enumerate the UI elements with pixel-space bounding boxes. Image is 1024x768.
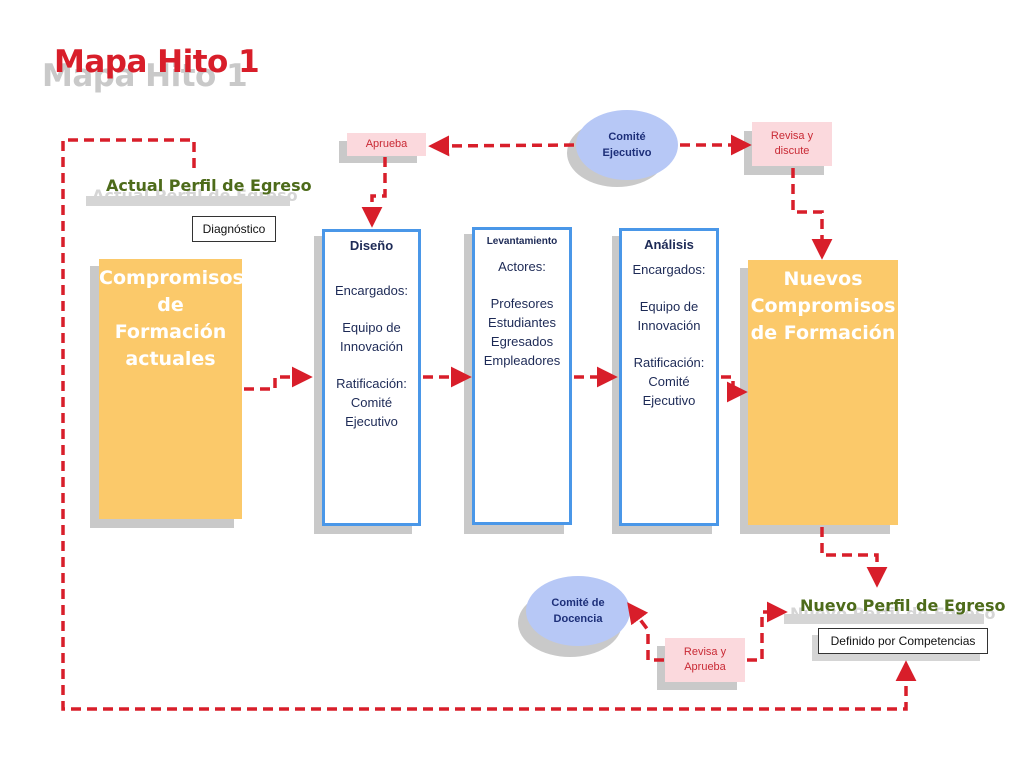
diseno-line-4: Innovación bbox=[340, 339, 403, 354]
arrow-revisa-to-perfil bbox=[747, 601, 788, 662]
compromisos-actuales-box: Compromisos de Formación actuales bbox=[99, 259, 244, 519]
comite-docencia-line-1: Comité de bbox=[551, 597, 605, 609]
nuevos-compromisos-line-1: Nuevos bbox=[783, 268, 863, 290]
analisis-line-4: Innovación bbox=[637, 318, 701, 333]
levantamiento-line-5: Egresados bbox=[490, 334, 554, 349]
diseno-box: Diseño Encargados: Equipo de Innovación … bbox=[322, 229, 421, 526]
levantamiento-line-4: Estudiantes bbox=[488, 315, 556, 330]
page-title: Mapa Hito 1 bbox=[54, 44, 260, 80]
analisis-line-1: Encargados: bbox=[632, 262, 706, 277]
levantamiento-box: Levantamiento Actores: Profesores Estudi… bbox=[472, 227, 572, 525]
nuevos-compromisos-line-2: Compromisos bbox=[750, 295, 896, 317]
diagnostico-tag: Diagnóstico bbox=[192, 216, 276, 242]
revisa-aprueba-box: Revisa y Aprueba bbox=[665, 638, 745, 682]
arrow-nuevos-to-perfil bbox=[820, 527, 888, 588]
arrow-analisis-to-nuevos bbox=[721, 375, 748, 403]
analisis-line-6: Ratificación: bbox=[633, 355, 705, 370]
compromisos-actuales-line-2: de Formación bbox=[114, 294, 227, 343]
diseno-line-8: Ejecutivo bbox=[345, 414, 398, 429]
levantamiento-line-3: Profesores bbox=[490, 296, 554, 311]
analisis-box: Análisis Encargados: Equipo de Innovació… bbox=[619, 228, 719, 526]
compromisos-actuales-line-1: Compromisos bbox=[99, 267, 244, 289]
diseno-line-6: Ratificación: bbox=[336, 376, 407, 391]
nuevos-compromisos-line-3: de Formación bbox=[750, 322, 896, 344]
definido-tag: Definido por Competencias bbox=[818, 628, 988, 654]
comite-ejecutivo-oval: Comité Ejecutivo bbox=[576, 110, 678, 180]
revisa-aprueba-line-1: Revisa y bbox=[683, 646, 727, 658]
arrow-compromisos-to-diseno bbox=[244, 366, 313, 391]
arrow-revisa-to-nuevos bbox=[791, 168, 833, 260]
revisa-aprueba-line-2: Aprueba bbox=[684, 661, 726, 673]
revisa-discute-box: Revisa y discute bbox=[752, 122, 832, 166]
comite-docencia-oval: Comité de Docencia bbox=[526, 576, 630, 646]
levantamiento-line-6: Empleadores bbox=[483, 353, 561, 368]
revisa-discute-line-2: discute bbox=[774, 145, 810, 157]
aprueba-box: Aprueba bbox=[347, 133, 426, 156]
analisis-line-3: Equipo de bbox=[639, 299, 699, 314]
analisis-line-8: Ejecutivo bbox=[642, 393, 696, 408]
diseno-line-1: Encargados: bbox=[335, 283, 408, 298]
comite-ejecutivo-line-1: Comité bbox=[608, 131, 646, 143]
actual-perfil-label: Actual Perfil de Egreso bbox=[106, 176, 312, 195]
compromisos-actuales-line-3: actuales bbox=[125, 348, 216, 370]
arrow-comite-to-aprueba bbox=[428, 135, 575, 157]
revisa-discute-line-1: Revisa y bbox=[770, 130, 814, 142]
actual-perfil-underline bbox=[86, 196, 290, 206]
levantamiento-header: Levantamiento bbox=[486, 236, 558, 247]
arrow-aprueba-to-diseno bbox=[361, 157, 387, 228]
nuevos-compromisos-box: Nuevos Compromisos de Formación bbox=[748, 260, 898, 525]
analisis-header: Análisis bbox=[644, 237, 694, 252]
page-title-shadow: Mapa Hito 1 bbox=[42, 58, 248, 94]
nuevo-perfil-underline bbox=[784, 614, 984, 624]
diseno-line-7: Comité bbox=[350, 395, 393, 410]
analisis-line-7: Comité bbox=[648, 374, 690, 389]
diseno-line-3: Equipo de bbox=[342, 320, 401, 335]
comite-docencia-line-2: Docencia bbox=[553, 613, 603, 625]
comite-ejecutivo-line-2: Ejecutivo bbox=[602, 147, 652, 159]
diseno-header: Diseño bbox=[349, 238, 394, 253]
nuevo-perfil-label: Nuevo Perfil de Egreso bbox=[800, 596, 1006, 615]
levantamiento-line-1: Actores: bbox=[498, 259, 546, 274]
